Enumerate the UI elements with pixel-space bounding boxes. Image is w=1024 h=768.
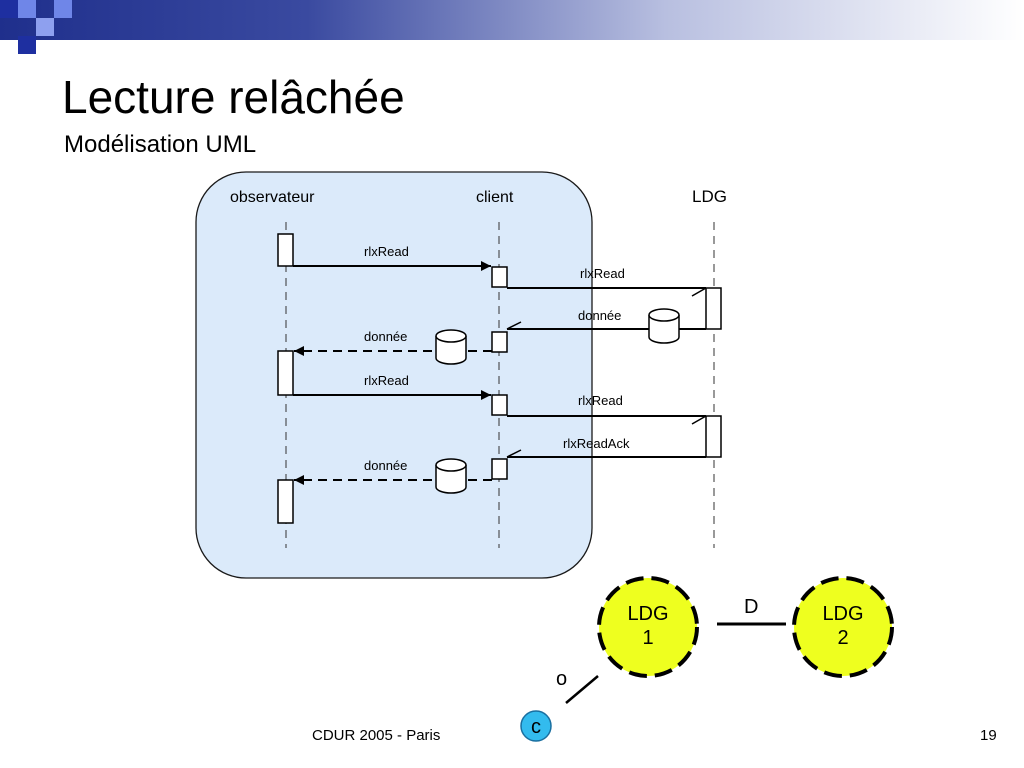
message-label: rlxReadAck bbox=[563, 436, 630, 451]
message-label: rlxRead bbox=[578, 393, 623, 408]
ldg-node-2 bbox=[792, 576, 894, 678]
activation-box bbox=[491, 331, 508, 353]
async-arrowhead bbox=[506, 449, 522, 458]
ldg-node-2-label-top: LDG bbox=[822, 603, 863, 625]
message-label: rlxRead bbox=[364, 373, 409, 388]
activation-box bbox=[277, 233, 294, 267]
activation-box bbox=[277, 479, 294, 524]
activation-box bbox=[277, 350, 294, 396]
ldg-node-1-label-bottom: 1 bbox=[642, 627, 653, 649]
logo-square-dark bbox=[0, 0, 18, 18]
database-icon bbox=[435, 329, 467, 365]
message-label: rlxRead bbox=[580, 266, 625, 281]
async-arrowhead bbox=[691, 287, 707, 297]
logo-square-light bbox=[54, 0, 72, 18]
client-node-label: c bbox=[531, 716, 541, 738]
message-label: donnée bbox=[364, 458, 407, 473]
link-d-label: D bbox=[744, 596, 758, 618]
database-icon bbox=[648, 308, 680, 344]
message-label: rlxRead bbox=[364, 244, 409, 259]
client-node bbox=[520, 710, 552, 742]
link-o-label: o bbox=[556, 668, 567, 690]
slide-subtitle: Modélisation UML bbox=[64, 131, 257, 158]
activation-box bbox=[491, 458, 508, 480]
activation-box bbox=[491, 266, 508, 288]
page-number: 19 bbox=[980, 727, 997, 744]
lifeline-client-label: client bbox=[476, 189, 514, 206]
lifeline-ldg-label: LDG bbox=[692, 187, 727, 206]
activation-box bbox=[491, 394, 508, 416]
ldg-node-1-label-top: LDG bbox=[627, 603, 668, 625]
message-label: donnée bbox=[364, 329, 407, 344]
message-label: donnée bbox=[578, 308, 621, 323]
ldg-node-2-label-bottom: 2 bbox=[837, 627, 848, 649]
link-o bbox=[565, 675, 599, 704]
activation-box bbox=[705, 287, 722, 330]
logo-square-light bbox=[36, 18, 54, 36]
logo-square-dark bbox=[18, 36, 36, 54]
logo-square-light bbox=[18, 0, 36, 18]
async-arrowhead bbox=[506, 321, 522, 330]
lifeline-observer-label: observateur bbox=[230, 189, 315, 206]
ldg-node-1 bbox=[597, 576, 699, 678]
activation-box bbox=[705, 415, 722, 458]
async-arrowhead bbox=[691, 415, 707, 425]
slide-title: Lecture relâchée bbox=[62, 71, 405, 123]
footer-text: CDUR 2005 - Paris bbox=[312, 727, 441, 744]
header-gradient-bar bbox=[0, 0, 1024, 40]
database-icon bbox=[435, 458, 467, 494]
